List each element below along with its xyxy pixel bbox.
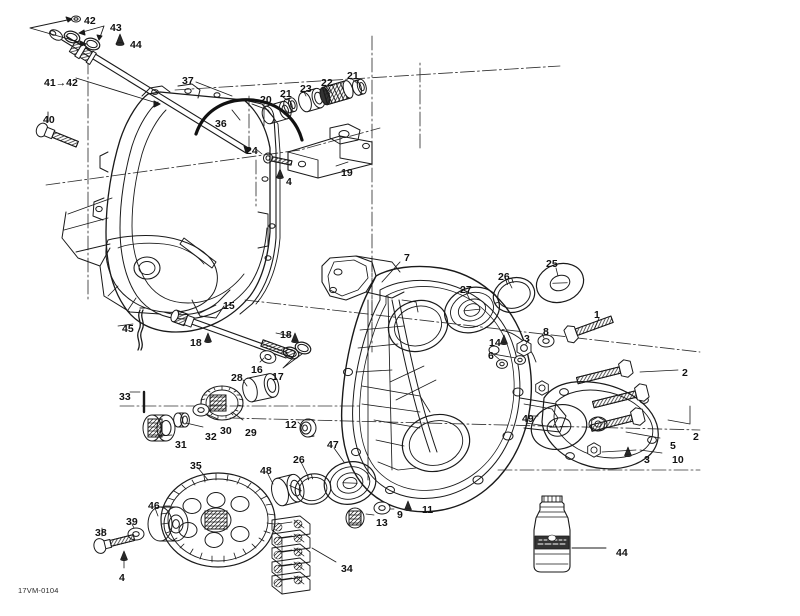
callout-47: 47 xyxy=(327,439,339,451)
callout-42-top: 42 xyxy=(84,15,96,27)
callout-29: 29 xyxy=(245,427,257,439)
callout-40: 40 xyxy=(43,114,55,126)
callout-35-gear: 35 xyxy=(190,460,202,472)
callout-1-bolt: 1 xyxy=(594,309,600,321)
callout-36-hose: 36 xyxy=(215,118,227,130)
callout-21-left: 21 xyxy=(280,88,292,100)
callout-8: 8 xyxy=(543,326,549,338)
callout-16: 16 xyxy=(251,364,263,376)
callout-44-bottle: 44 xyxy=(616,547,628,559)
callout-26-lower: 26 xyxy=(293,454,305,466)
callout-30: 30 xyxy=(220,425,232,437)
callout-44-seal: 44 xyxy=(130,39,142,51)
callout-25: 25 xyxy=(546,258,558,270)
callout-49: 49 xyxy=(522,413,534,425)
callout-38: 38 xyxy=(95,527,107,539)
callout-13: 13 xyxy=(376,517,388,529)
callout-14: 14 xyxy=(489,337,501,349)
callout-33: 33 xyxy=(119,391,131,403)
callout-21-right: 21 xyxy=(347,70,359,82)
callout-4-lower: 4 xyxy=(119,572,125,584)
callout-43: 43 xyxy=(110,22,122,34)
callout-10: 10 xyxy=(672,454,684,466)
callout-19: 19 xyxy=(341,167,353,179)
callout-6: 6 xyxy=(488,350,494,362)
callout-41-to-42: 41→42 xyxy=(44,77,78,89)
callout-34-chain: 34 xyxy=(341,563,353,575)
callout-3-lower: 3 xyxy=(644,454,650,466)
callout-24: 24 xyxy=(246,145,258,157)
callout-27-bearing: 27 xyxy=(460,284,472,296)
callout-39: 39 xyxy=(126,516,138,528)
callout-9: 9 xyxy=(397,509,403,521)
callout-15: 15 xyxy=(223,300,235,312)
callout-5: 5 xyxy=(670,440,676,452)
callout-31: 31 xyxy=(175,439,187,451)
callout-18-left: 18 xyxy=(190,337,202,349)
callout-28: 28 xyxy=(231,372,243,384)
callout-22: 22 xyxy=(321,77,333,89)
callout-48: 48 xyxy=(260,465,272,477)
callout-11: 11 xyxy=(422,504,434,516)
callout-46: 46 xyxy=(148,500,160,512)
callout-45-clip: 45 xyxy=(122,323,134,335)
callout-23: 23 xyxy=(300,83,312,95)
sheet-id: 17VM-0104 xyxy=(18,586,59,595)
callout-26-upper: 26 xyxy=(498,271,510,283)
callout-18-right: 18 xyxy=(280,329,292,341)
callout-7-crankcase: 7 xyxy=(404,252,410,264)
callout-17: 17 xyxy=(272,371,284,383)
callout-2-upper: 2 xyxy=(682,367,688,379)
callout-37-cover: 37 xyxy=(182,75,194,87)
callout-12: 12 xyxy=(285,419,297,431)
callout-32: 32 xyxy=(205,431,217,443)
callout-4-upper: 4 xyxy=(286,176,292,188)
callout-3-upper: 3 xyxy=(524,333,530,345)
callout-20: 20 xyxy=(260,94,272,106)
callout-2-lower: 2 xyxy=(693,431,699,443)
